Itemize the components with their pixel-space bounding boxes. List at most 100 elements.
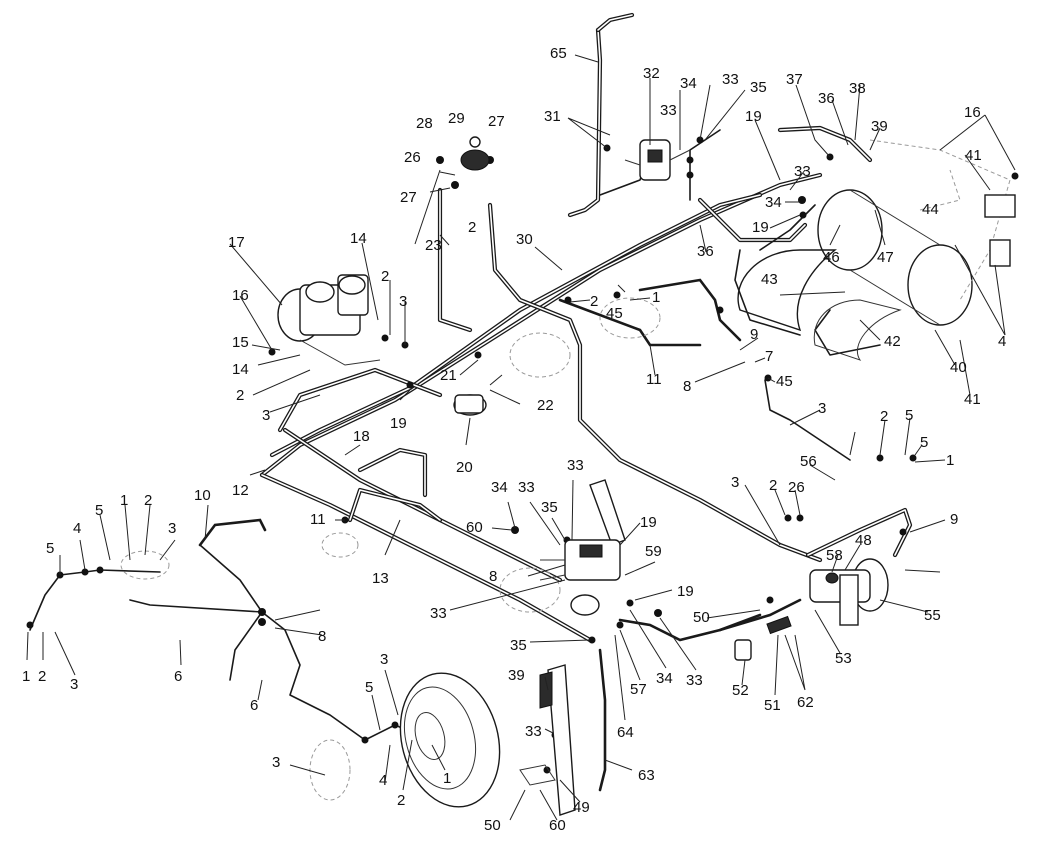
callout-label: 35 [510, 637, 527, 654]
brake-drum-ghosts [120, 297, 661, 801]
callout-label: 22 [537, 397, 554, 414]
callout-label: 50 [484, 817, 501, 834]
callout-label: 34 [765, 194, 782, 211]
callout-label: 60 [549, 817, 566, 834]
callout-label: 48 [855, 532, 872, 549]
callout-label: 52 [732, 682, 749, 699]
callout-label: 42 [884, 333, 901, 350]
callout-label: 14 [350, 230, 367, 247]
callout-label: 5 [920, 434, 928, 451]
callout-label: 1 [443, 770, 451, 787]
callout-label: 33 [567, 457, 584, 474]
callout-label: 57 [630, 681, 647, 698]
callout-label: 4 [998, 333, 1006, 350]
callout-label: 8 [683, 378, 691, 395]
callout-label: 6 [174, 668, 182, 685]
callout-label: 12 [232, 482, 249, 499]
callout-label: 34 [656, 670, 673, 687]
callout-label: 40 [950, 359, 967, 376]
callout-label: 3 [272, 754, 280, 771]
callout-label: 35 [750, 79, 767, 96]
callout-label: 27 [400, 189, 417, 206]
callout-label: 53 [835, 650, 852, 667]
callout-label: 55 [924, 607, 941, 624]
air-tanks [737, 139, 1011, 361]
callout-label: 11 [646, 371, 662, 388]
callout-label: 21 [440, 367, 457, 384]
callout-label: 20 [456, 459, 473, 476]
callout-label: 5 [46, 540, 54, 557]
callout-label: 2 [236, 387, 244, 404]
callout-label: 9 [950, 511, 958, 528]
callout-label: 41 [965, 147, 982, 164]
leader-lines [26, 54, 1016, 821]
brake-chamber [809, 558, 889, 626]
callout-label: 32 [643, 65, 660, 82]
callout-label: 3 [818, 400, 826, 417]
callout-label: 33 [430, 605, 447, 622]
main-air-lines [259, 12, 913, 643]
callout-labels: 65 32 34 33 35 31 33 29 28 27 26 27 2 23… [22, 45, 1006, 834]
callout-label: 51 [764, 697, 781, 714]
callout-label: 64 [617, 724, 634, 741]
callout-label: 5 [905, 407, 913, 424]
callout-label: 62 [797, 694, 814, 711]
callout-label: 56 [800, 453, 817, 470]
callout-label: 19 [677, 583, 694, 600]
callout-label: 31 [544, 108, 561, 125]
callout-label: 5 [95, 502, 103, 519]
callout-label: 17 [228, 234, 245, 251]
callout-label: 16 [232, 287, 249, 304]
governor-valve [460, 136, 490, 171]
callout-label: 2 [144, 492, 152, 509]
callout-label: 2 [381, 268, 389, 285]
callout-label: 2 [397, 792, 405, 809]
air-compressor [277, 274, 381, 366]
callout-label: 33 [518, 479, 535, 496]
callout-label: 6 [250, 697, 258, 714]
air-filter [453, 394, 487, 416]
callout-label: 19 [640, 514, 657, 531]
callout-label: 4 [379, 772, 387, 789]
callout-label: 10 [194, 487, 211, 504]
callout-label: 28 [416, 115, 433, 132]
callout-label: 65 [550, 45, 567, 62]
callout-label: 39 [508, 667, 525, 684]
callout-label: 34 [491, 479, 508, 496]
callout-label: 33 [525, 723, 542, 740]
callout-label: 18 [353, 428, 370, 445]
callout-label: 2 [38, 668, 46, 685]
callout-label: 1 [22, 668, 30, 685]
callout-label: 23 [425, 237, 442, 254]
callout-label: 7 [765, 348, 773, 365]
callout-label: 2 [590, 293, 598, 310]
wheel [399, 672, 501, 808]
callout-label: 16 [964, 104, 981, 121]
callout-label: 50 [693, 609, 710, 626]
callout-label: 46 [823, 249, 840, 266]
callout-label: 58 [826, 547, 843, 564]
callout-label: 4 [73, 520, 81, 537]
callout-label: 33 [794, 163, 811, 180]
callout-label: 60 [466, 519, 483, 536]
callout-label: 3 [399, 293, 407, 310]
callout-label: 30 [516, 231, 533, 248]
air-dryer [624, 139, 691, 181]
callout-label: 19 [752, 219, 769, 236]
callout-label: 19 [745, 108, 762, 125]
callout-label: 38 [849, 80, 866, 97]
callout-label: 59 [645, 543, 662, 560]
callout-label: 8 [318, 628, 326, 645]
callout-label: 49 [573, 799, 590, 816]
callout-label: 35 [541, 499, 558, 516]
callout-label: 47 [877, 249, 894, 266]
callout-label: 29 [448, 110, 465, 127]
callout-label: 3 [262, 407, 270, 424]
callout-label: 11 [310, 511, 326, 528]
callout-label: 27 [488, 113, 505, 130]
callout-label: 9 [750, 326, 758, 343]
callout-label: 63 [638, 767, 655, 784]
axle-bracket [519, 664, 576, 816]
callout-label: 2 [468, 219, 476, 236]
callout-label: 33 [722, 71, 739, 88]
